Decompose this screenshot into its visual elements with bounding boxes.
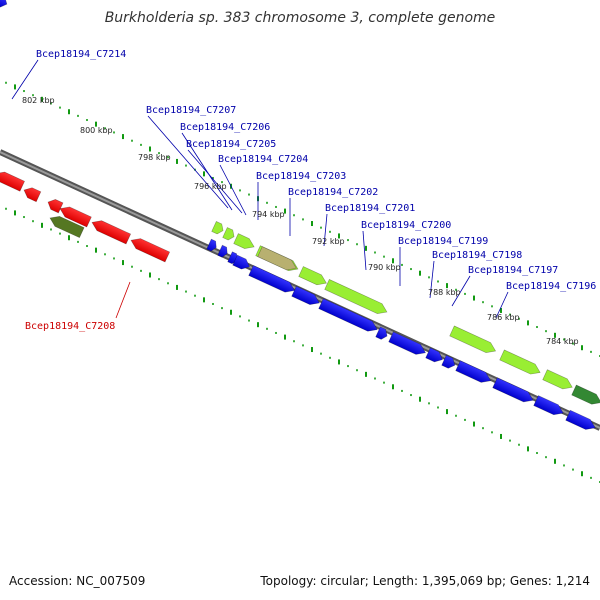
leader-line — [147, 115, 229, 209]
forward-highlight-gene — [233, 233, 255, 249]
forward-highlight-gene — [449, 325, 497, 353]
forward-cds-gene — [455, 360, 492, 383]
tick-label: 784 kbp — [546, 337, 579, 346]
leader-line — [323, 213, 328, 247]
forward-highlight-gene — [211, 221, 224, 235]
gene-label: Bcep18194_C7205 — [186, 139, 276, 150]
forward-cds-gene — [565, 409, 596, 430]
label-leader-lines — [11, 59, 509, 319]
tick-label: 792 kbp — [312, 237, 345, 246]
gene-track — [0, 0, 600, 430]
gene-label: Bcep18194_C7197 — [468, 265, 558, 276]
forward-dark-gene — [571, 384, 600, 405]
gene-label: Bcep18194_C7206 — [180, 122, 270, 133]
forward-cds-gene — [375, 326, 388, 340]
accession-text: Accession: NC_007509 — [9, 574, 146, 588]
gene-label: Bcep18194_C7208 — [25, 321, 115, 332]
forward-cds-gene — [441, 354, 456, 369]
forward-cds-gene — [248, 265, 296, 293]
forward-cds-gene — [533, 395, 564, 416]
gene-label: Bcep18194_C7202 — [288, 187, 378, 198]
gene-labels: Bcep18194_C7214Bcep18194_C7207Bcep18194_… — [25, 49, 596, 332]
map-title: Burkholderia sp. 383 chromosome 3, compl… — [104, 10, 496, 26]
tick-label: 798 kbp — [138, 153, 171, 162]
leader-line — [495, 291, 509, 319]
reverse-cds-gene — [0, 171, 25, 192]
forward-cds-gene — [217, 244, 228, 258]
forward-cds-gene — [425, 347, 443, 363]
gene-label: Bcep18194_C7199 — [398, 236, 488, 247]
forward-cds-gene — [0, 0, 8, 8]
leader-line — [181, 132, 233, 211]
gene-label: Bcep18194_C7198 — [432, 250, 522, 261]
forward-highlight-gene — [324, 279, 388, 314]
reverse-cds-gene — [47, 199, 64, 214]
forward-cds-gene — [388, 331, 427, 355]
reverse-cds-gene — [130, 238, 171, 263]
reverse-highlight-gene — [49, 216, 85, 239]
reverse-cds-gene — [91, 220, 132, 245]
forward-pseudo-gene — [257, 246, 297, 271]
gene-label: Bcep18194_C7203 — [256, 171, 346, 182]
gene-label: Bcep18194_C7214 — [36, 49, 126, 60]
leader-line — [219, 164, 247, 216]
gene-label: Bcep18194_C7200 — [361, 220, 451, 231]
leader-line — [429, 260, 435, 299]
leader-line — [115, 281, 131, 319]
forward-cds-gene — [232, 254, 250, 270]
forward-highlight-gene — [298, 266, 327, 286]
tick-label: 788 kbp — [428, 288, 461, 297]
forward-cds-gene — [318, 298, 378, 332]
gene-label: Bcep18194_C7196 — [506, 281, 596, 292]
tick-label: 796 kbp — [194, 182, 227, 191]
forward-highlight-gene — [499, 349, 541, 375]
leader-line — [187, 149, 243, 214]
gene-label: Bcep18194_C7201 — [325, 203, 415, 214]
leader-line — [451, 275, 471, 307]
leader-line — [362, 230, 367, 271]
tick-label: 786 kbp — [487, 313, 520, 322]
tick-label: 790 kbp — [368, 263, 401, 272]
tick-label: 800 kbp — [80, 126, 113, 135]
leader-line — [11, 59, 39, 100]
reverse-cds-gene — [23, 187, 42, 203]
reverse-cds-gene — [59, 206, 92, 228]
forward-cds-gene — [291, 285, 320, 305]
forward-highlight-gene — [222, 227, 235, 241]
position-tick-labels: 802 kbp 800 kbp 798 kbp 796 kbp 794 kbp 792 k… — [22, 96, 579, 346]
gc-skew-track-outer — [5, 81, 600, 357]
genome-summary-text: Topology: circular; Length: 1,395,069 bp… — [260, 574, 590, 588]
gene-label: Bcep18194_C7204 — [218, 154, 308, 165]
gene-label: Bcep18194_C7207 — [146, 105, 236, 116]
forward-highlight-gene — [542, 369, 573, 390]
gc-skew-track-inner — [5, 207, 600, 483]
forward-cds-gene — [206, 238, 217, 252]
forward-cds-gene — [492, 377, 534, 403]
tick-label: 802 kbp — [22, 96, 55, 105]
tick-label: 794 kbp — [252, 210, 285, 219]
